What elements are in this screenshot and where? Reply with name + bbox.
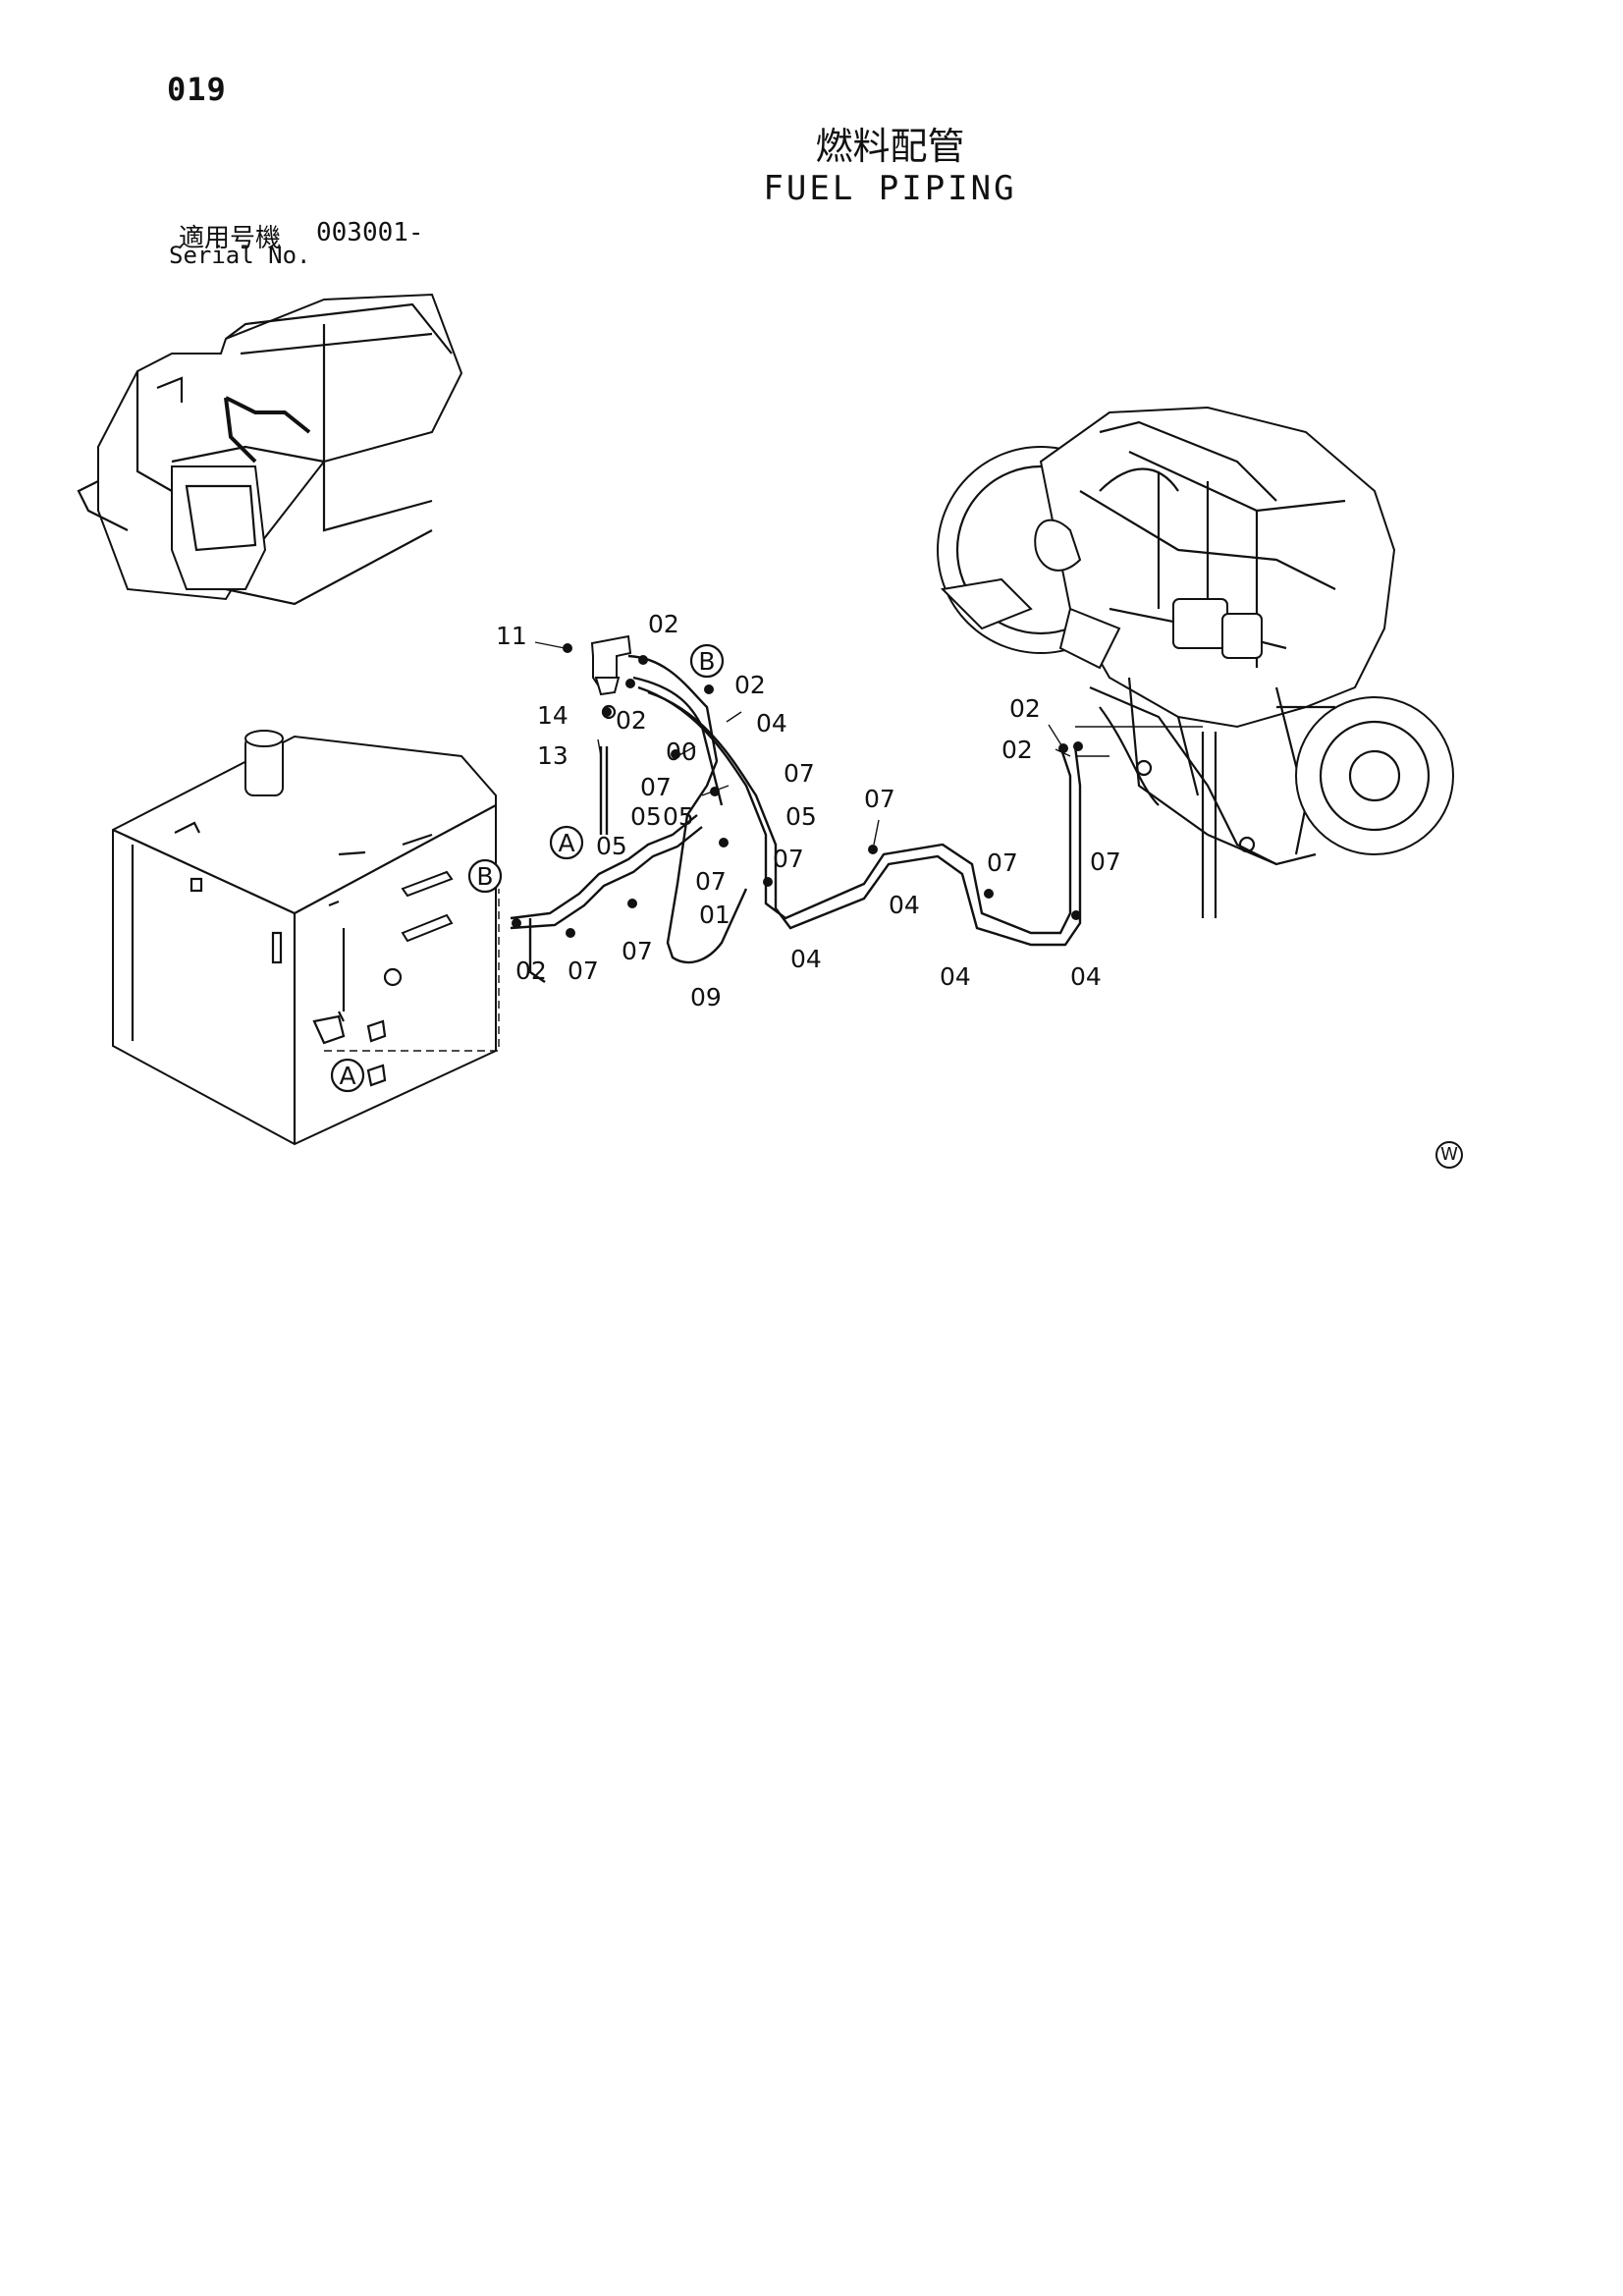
callout-14: 14 — [537, 701, 568, 730]
w-watermark-symbol: W — [1435, 1141, 1463, 1169]
title-japanese: 燃料配管 — [815, 125, 965, 168]
marker-a-tank-letter: A — [339, 1062, 355, 1090]
serial-label-english: Serial No. — [169, 242, 311, 269]
callout-00: 00 — [666, 738, 697, 766]
callout-04: 04 — [756, 709, 787, 738]
callout-02: 02 — [616, 706, 647, 735]
marker-b-tank: B — [467, 858, 503, 894]
callout-04: 04 — [889, 891, 920, 919]
callout-04: 04 — [790, 945, 822, 973]
callout-02: 02 — [1001, 736, 1033, 764]
marker-a-tank: A — [330, 1058, 365, 1093]
callout-04: 04 — [1070, 962, 1102, 991]
callout-05: 05 — [630, 802, 662, 831]
callout-05: 05 — [596, 832, 627, 860]
marker-a-top: A — [549, 825, 584, 860]
serial-value: 003001- — [316, 218, 424, 247]
callout-02: 02 — [648, 610, 679, 638]
callout-07: 07 — [987, 848, 1018, 877]
callout-07: 07 — [622, 937, 653, 965]
callout-07: 07 — [864, 785, 895, 813]
callout-11: 11 — [496, 622, 527, 650]
callout-07: 07 — [568, 957, 599, 985]
fuel-filter-illustration — [590, 634, 632, 835]
callout-07: 07 — [784, 759, 815, 788]
engine-illustration — [937, 406, 1454, 918]
marker-b-top: B — [689, 643, 725, 679]
callout-02: 02 — [1009, 694, 1041, 723]
callout-09: 09 — [690, 983, 722, 1011]
callout-07: 07 — [1090, 847, 1121, 876]
title-english: FUEL PIPING — [763, 169, 1017, 208]
part-callouts: 11 02 02 14 02 04 13 00 07 07 05 05 05 0… — [496, 610, 1121, 1011]
marker-b-top-letter: B — [698, 647, 715, 676]
callout-01: 01 — [699, 901, 730, 929]
excavator-overview-illustration — [77, 293, 463, 606]
callout-02: 02 — [515, 957, 547, 985]
callout-04: 04 — [940, 962, 971, 991]
callout-leaders — [534, 641, 1071, 846]
callout-07: 07 — [773, 845, 804, 873]
fuel-hoses — [510, 654, 1203, 983]
marker-b-tank-letter: B — [476, 862, 493, 891]
callout-05: 05 — [663, 802, 694, 831]
callout-02: 02 — [734, 671, 766, 699]
serial-label-japanese: 適用号機 — [179, 224, 282, 253]
callout-07: 07 — [695, 867, 727, 896]
fastener-dots — [512, 643, 1083, 938]
marker-a-top-letter: A — [558, 829, 574, 857]
page-number: 019 — [167, 71, 227, 108]
callout-13: 13 — [537, 741, 568, 770]
callout-07: 07 — [640, 773, 672, 801]
fuel-tank-illustration — [112, 730, 500, 1146]
callout-05: 05 — [785, 802, 817, 831]
